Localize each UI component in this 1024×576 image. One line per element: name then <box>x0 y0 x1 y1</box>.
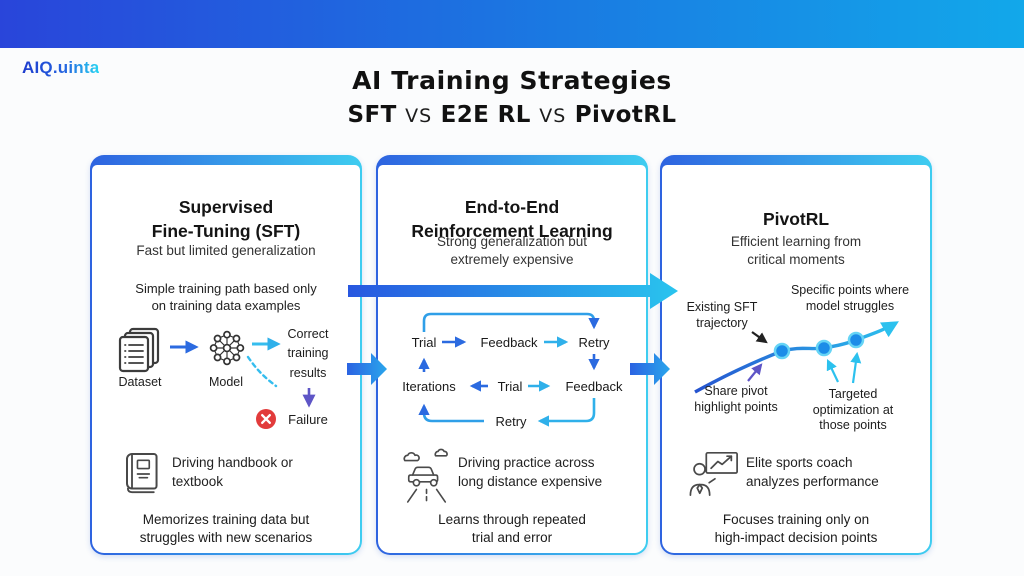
panel-e2e-rl: End-to-End Reinforcement Learning Strong… <box>376 155 648 555</box>
sft-to-e2e-arrow <box>347 353 387 385</box>
sft-flow-diagram: Dataset Model Corr <box>92 325 364 443</box>
subtitle-sft: SFT <box>347 102 397 128</box>
subtitle-e2e: E2E RL <box>440 102 531 128</box>
e2e-analogy-text: Driving practice across long distance ex… <box>458 455 603 489</box>
existing-sft-trajectory-label: Existing SFT trajectory <box>686 300 758 330</box>
pivot-conclusion: Focuses training only on high-impact dec… <box>714 512 878 545</box>
sft-analogy-text: Driving handbook or textbook <box>172 455 293 489</box>
panel-sft-subtitle: Fast but limited generalization <box>136 243 316 259</box>
loop-arrows <box>418 312 600 427</box>
dataset-icon <box>118 327 160 373</box>
panel-pivotrl-body: PivotRL Efficient learning from critical… <box>662 165 930 553</box>
e2e-analogy: Driving practice across long distance ex… <box>378 448 646 506</box>
handbook-icon <box>126 453 158 494</box>
pivot-analogy: Elite sports coach analyzes performance <box>662 448 930 506</box>
sft-to-pivotrl-arrow <box>348 273 678 309</box>
loop-iterations: Iterations <box>402 379 456 394</box>
top-banner <box>0 0 1024 48</box>
driving-car-icon <box>403 448 448 503</box>
panel-e2e-subtitle: Strong generalization but extremely expe… <box>436 234 588 267</box>
panel-sft: Supervised Fine-Tuning (SFT) Fast but li… <box>90 155 362 555</box>
sports-coach-icon <box>689 451 738 497</box>
loop-feedback-mid: Feedback <box>565 379 623 394</box>
brand-logo: AIQ.uinta <box>22 58 100 77</box>
loop-feedback-top: Feedback <box>480 335 538 350</box>
panel-pivotrl: PivotRL Efficient learning from critical… <box>660 155 932 555</box>
model-label: Model <box>208 375 244 389</box>
panel-e2e-title: End-to-End Reinforcement Learning <box>411 197 613 241</box>
header: AI Training Strategies SFT vs E2E RL vs … <box>0 66 1024 128</box>
panel-e2e-body: End-to-End Reinforcement Learning Strong… <box>378 165 646 553</box>
page-title: AI Training Strategies <box>352 66 672 95</box>
pivot-analogy-text: Elite sports coach analyzes performance <box>746 455 879 489</box>
panel-sft-description: Simple training path based only on train… <box>135 281 317 313</box>
panel-pivotrl-subtitle: Efficient learning from critical moments <box>730 234 862 267</box>
e2e-to-pivotrl-arrow <box>630 353 670 385</box>
subtitle-vs-2: vs <box>539 105 567 127</box>
sft-flow-arrows <box>170 337 316 408</box>
correct-results-label: Correct training results <box>287 327 329 380</box>
specific-points-label: Specific points where model struggles <box>790 283 910 313</box>
loop-retry-top: Retry <box>578 335 610 350</box>
sft-analogy: Driving handbook or textbook <box>92 448 360 506</box>
panel-sft-body: Supervised Fine-Tuning (SFT) Fast but li… <box>92 165 360 553</box>
model-icon <box>209 330 245 366</box>
dataset-label: Dataset <box>118 375 162 389</box>
trial-feedback-loop-diagram: Trial Feedback Retry Iterations Trial Fe… <box>378 305 650 445</box>
subtitle-pivotrl: PivotRL <box>574 102 677 128</box>
page-subtitle: SFT vs E2E RL vs PivotRL <box>0 102 1024 128</box>
subtitle-vs-1: vs <box>405 105 433 127</box>
loop-trial-top: Trial <box>411 335 437 350</box>
failure-label: Failure <box>288 412 328 427</box>
share-pivot-label: Share pivot highlight points <box>694 384 778 414</box>
targeted-optimization-label: Targeted optimization at those points <box>812 387 894 433</box>
pivot-point-dots <box>773 331 865 360</box>
loop-trial-mid: Trial <box>497 379 523 394</box>
panel-pivotrl-title: PivotRL <box>762 208 830 229</box>
panel-sft-title: Supervised Fine-Tuning (SFT) <box>151 197 301 241</box>
sft-conclusion: Memorizes training data but struggles wi… <box>139 512 313 545</box>
loop-retry-bottom: Retry <box>495 414 527 429</box>
e2e-conclusion: Learns through repeated trial and error <box>438 512 586 545</box>
pivot-trajectory-diagram: Specific points where model struggles Ex… <box>662 280 934 446</box>
trajectory-curve <box>694 321 899 394</box>
failure-x-icon <box>256 409 276 429</box>
